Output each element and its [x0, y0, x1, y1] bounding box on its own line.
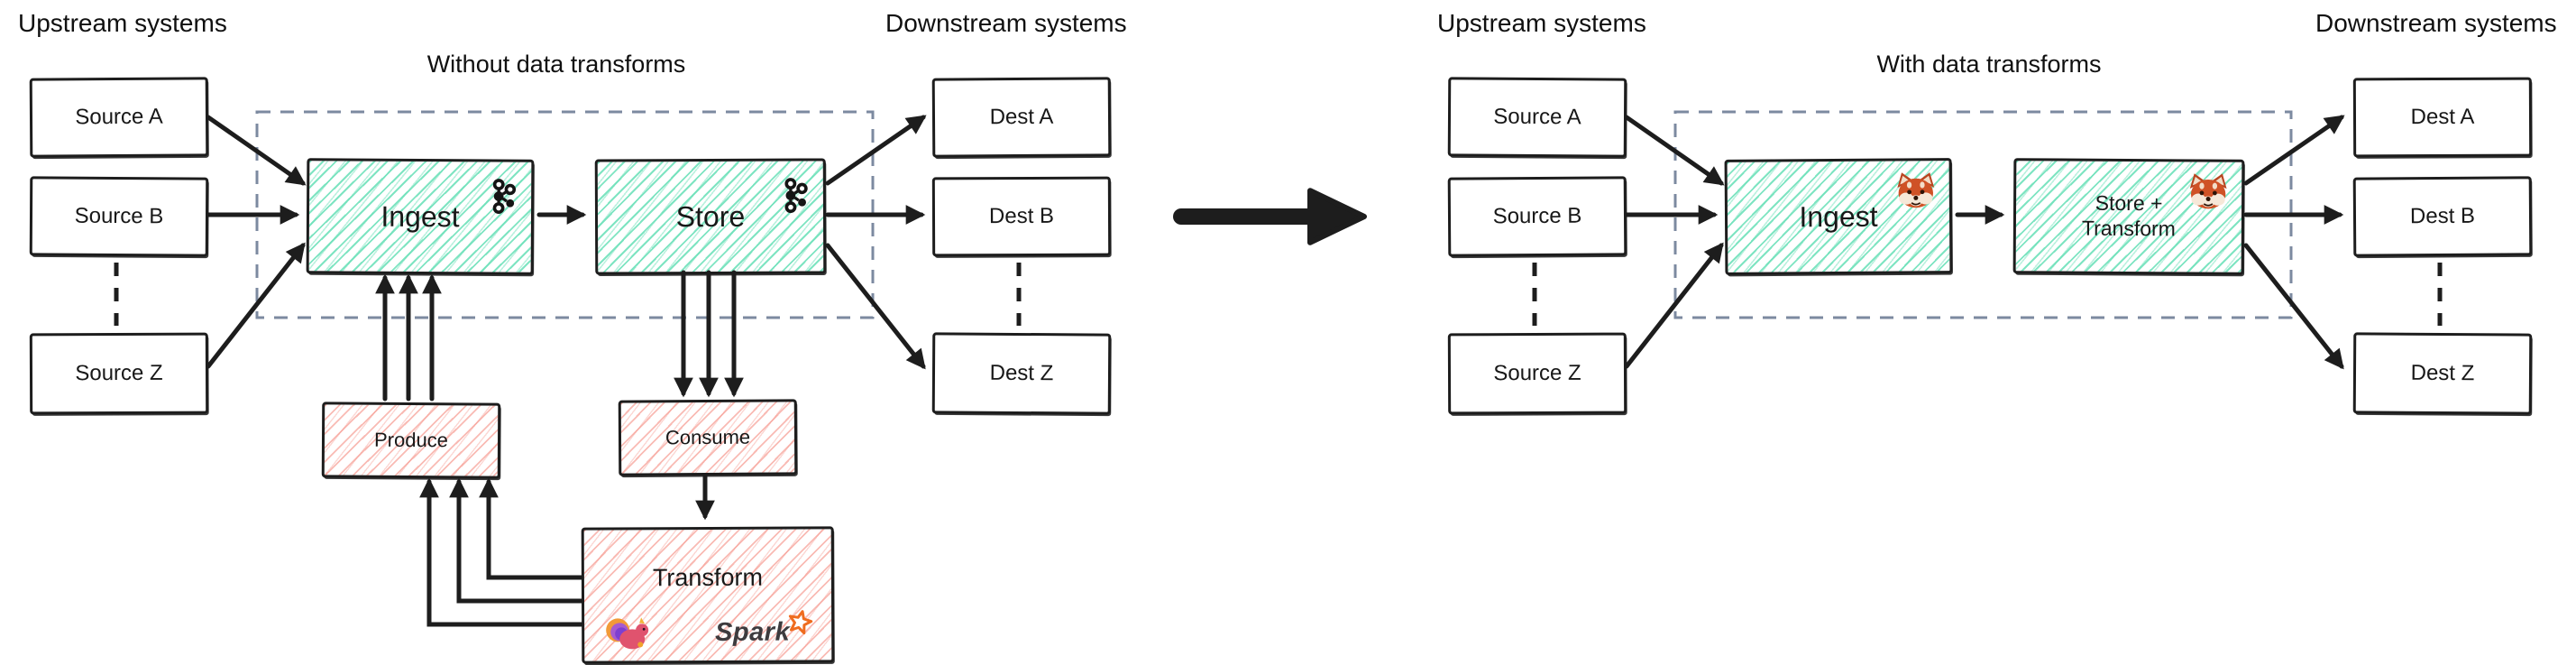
store-box: Store: [594, 158, 827, 275]
redpanda-logo-icon: [2186, 171, 2230, 210]
source-z-box-right: Source Z: [1447, 332, 1627, 415]
consume-box: Consume: [618, 399, 798, 476]
source-z-box: Source Z: [29, 332, 209, 415]
source-b-box-right: Source B: [1447, 176, 1627, 257]
spark-wordmark: Spark: [715, 617, 791, 647]
ingest-label-right: Ingest: [1799, 199, 1878, 233]
redpanda-logo-icon: [1894, 170, 1938, 209]
dest-a-label: Dest A: [989, 104, 1054, 130]
consume-label: Consume: [665, 425, 751, 449]
source-b-label: Source B: [74, 203, 164, 229]
dest-a-box: Dest A: [931, 77, 1112, 158]
arrow-transform-to-produce-2: [449, 477, 584, 604]
dest-z-label: Dest Z: [989, 360, 1054, 386]
dest-b-box-right: Dest B: [2352, 176, 2533, 257]
transform-label: Transform: [652, 563, 763, 592]
arrow-r-sourceA-to-ingest: [1624, 115, 1725, 186]
right-diagram-title: With data transforms: [1876, 51, 2102, 78]
store-transform-label: Store + Transform: [2081, 191, 2176, 241]
store-label: Store: [675, 199, 746, 233]
flink-logo-icon: [604, 610, 651, 651]
source-a-label: Source A: [75, 104, 163, 130]
arrow-store-to-destZ: [825, 243, 926, 370]
arrow-r-storetransform-to-destA: [2243, 115, 2345, 186]
dest-b-label-right: Dest B: [2409, 203, 2476, 229]
dest-z-box: Dest Z: [931, 332, 1112, 415]
dest-a-box-right: Dest A: [2352, 77, 2533, 158]
source-a-box-right: Source A: [1447, 77, 1627, 158]
source-z-label-right: Source Z: [1493, 360, 1581, 386]
arrow-sourceA-to-ingest: [206, 115, 307, 186]
kafka-logo-icon: [478, 175, 519, 217]
arrow-store-to-destA: [825, 115, 927, 186]
arrow-sourceZ-to-ingest: [206, 242, 306, 369]
ingest-label: Ingest: [380, 199, 460, 233]
right-upstream-heading: Upstream systems: [1437, 9, 1646, 37]
produce-box: Produce: [321, 402, 501, 479]
source-b-box: Source B: [29, 176, 209, 257]
ingest-box: Ingest: [306, 158, 535, 275]
dest-a-label-right: Dest A: [2410, 104, 2475, 130]
arrow-r-sourceZ-to-ingest: [1624, 242, 1724, 369]
transform-box: Transform Spark: [581, 526, 835, 664]
kafka-logo-icon: [770, 175, 811, 217]
spark-star-icon: [786, 608, 813, 635]
source-z-label: Source Z: [75, 360, 163, 386]
dest-b-box: Dest B: [931, 176, 1112, 257]
source-a-box: Source A: [29, 77, 209, 158]
dest-z-box-right: Dest Z: [2352, 332, 2533, 415]
left-diagram-title: Without data transforms: [426, 51, 686, 78]
arrow-r-storetransform-to-destZ: [2243, 243, 2344, 370]
arrow-transform-to-produce-3: [419, 477, 584, 627]
store-transform-box: Store + Transform: [2012, 158, 2245, 275]
source-a-label-right: Source A: [1493, 104, 1581, 130]
ingest-box-right: Ingest: [1724, 158, 1953, 275]
produce-label: Produce: [373, 428, 449, 452]
left-downstream-heading: Downstream systems: [885, 9, 1127, 37]
left-upstream-heading: Upstream systems: [18, 9, 227, 37]
source-b-label-right: Source B: [1492, 203, 1582, 229]
right-downstream-heading: Downstream systems: [2315, 9, 2557, 37]
dest-b-label: Dest B: [988, 203, 1055, 229]
dest-z-label-right: Dest Z: [2410, 360, 2475, 386]
arrow-transform-to-produce-1: [479, 477, 584, 580]
spark-logo-icon: Spark: [715, 610, 813, 647]
